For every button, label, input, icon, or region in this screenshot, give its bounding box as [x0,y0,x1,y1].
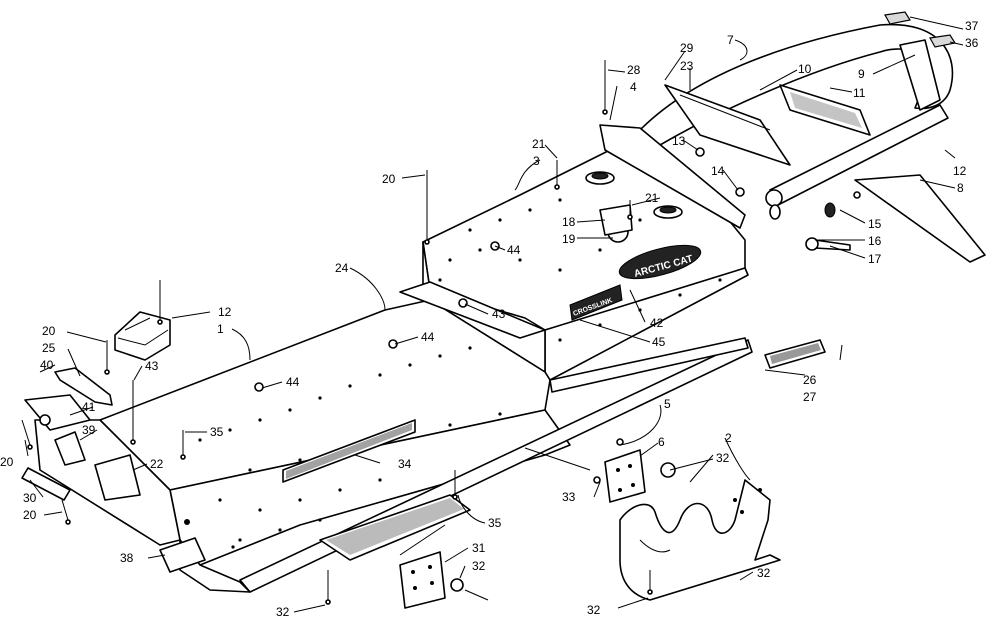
label-11: 11 [853,86,866,100]
label-28: 28 [627,63,641,77]
label-2: 2 [725,431,732,445]
label-45: 45 [652,335,666,349]
label-12b: 12 [953,164,967,178]
label-21a: 21 [532,137,546,151]
label-12a: 12 [218,305,232,319]
bumper-38 [159,537,206,573]
label-25: 25 [42,341,56,355]
label-14: 14 [711,164,725,178]
callout-labels: 37 36 7 10 11 9 12 8 28 4 29 23 13 14 15… [0,19,979,619]
rear-bumper-mount-4 [599,124,746,229]
flap-23 [664,84,791,166]
label-32b: 32 [757,566,771,580]
label-9: 9 [858,67,865,81]
label-23: 23 [680,59,694,73]
tube-30 [21,467,71,501]
label-35b: 35 [488,516,502,530]
label-17: 17 [868,252,882,266]
label-3: 3 [533,154,540,168]
label-24: 24 [335,261,349,275]
hardware-misc [450,204,676,592]
reflector-26 [764,339,826,369]
label-34: 34 [398,457,412,471]
plate-31 [399,551,446,609]
label-43a: 43 [492,307,506,321]
label-8: 8 [957,181,964,195]
bracket-22 [94,454,141,501]
label-30: 30 [23,491,37,505]
label-39: 39 [82,423,96,437]
label-18: 18 [562,215,576,229]
label-37: 37 [965,19,979,33]
label-29: 29 [680,41,694,55]
label-20a: 20 [382,172,396,186]
bracket-assembly-39-41 [24,394,91,466]
label-22: 22 [150,457,164,471]
label-31: 31 [472,541,486,555]
label-32-bottom: 32 [276,605,290,619]
label-20d: 20 [23,508,37,522]
label-44c: 44 [286,375,300,389]
label-32c: 32 [587,603,601,617]
label-38: 38 [120,551,134,565]
running-board-traction [319,494,471,561]
label-32d: 32 [472,559,486,573]
plate-6 [604,449,646,503]
rear-crossbar [765,104,949,207]
fastener-pins [21,60,653,605]
label-16: 16 [868,234,882,248]
label-4: 4 [630,80,637,94]
bracket-25 [54,367,113,406]
label-26: 26 [803,373,817,387]
label-42: 42 [650,316,664,330]
label-6: 6 [658,435,665,449]
label-36: 36 [965,36,979,50]
label-15: 15 [868,217,882,231]
snowflap-bracket [779,84,871,136]
bumper-2 [619,479,781,601]
label-40: 40 [40,358,54,372]
label-35a: 35 [210,425,224,439]
rear-bumper-7 [639,23,954,146]
rail-5 [549,337,749,393]
label-19: 19 [562,232,576,246]
label-5: 5 [664,397,671,411]
label-1: 1 [217,322,224,336]
label-27: 27 [803,390,817,404]
label-44a: 44 [507,243,521,257]
label-13: 13 [672,134,686,148]
deck-caps [585,171,683,219]
heel-pad-34 [282,419,416,483]
label-41: 41 [82,400,96,414]
leader-lines [24,16,964,613]
decal-pads-36-37 [884,11,956,48]
label-10: 10 [798,62,812,76]
label-20c: 20 [0,455,14,469]
label-43b: 43 [145,359,159,373]
label-44b: 44 [421,330,435,344]
label-21b: 21 [645,191,659,205]
label-20b: 20 [42,324,56,338]
label-33: 33 [562,490,576,504]
ecu-module-12 [114,311,171,361]
label-32a: 32 [716,451,730,465]
label-7: 7 [727,33,734,47]
